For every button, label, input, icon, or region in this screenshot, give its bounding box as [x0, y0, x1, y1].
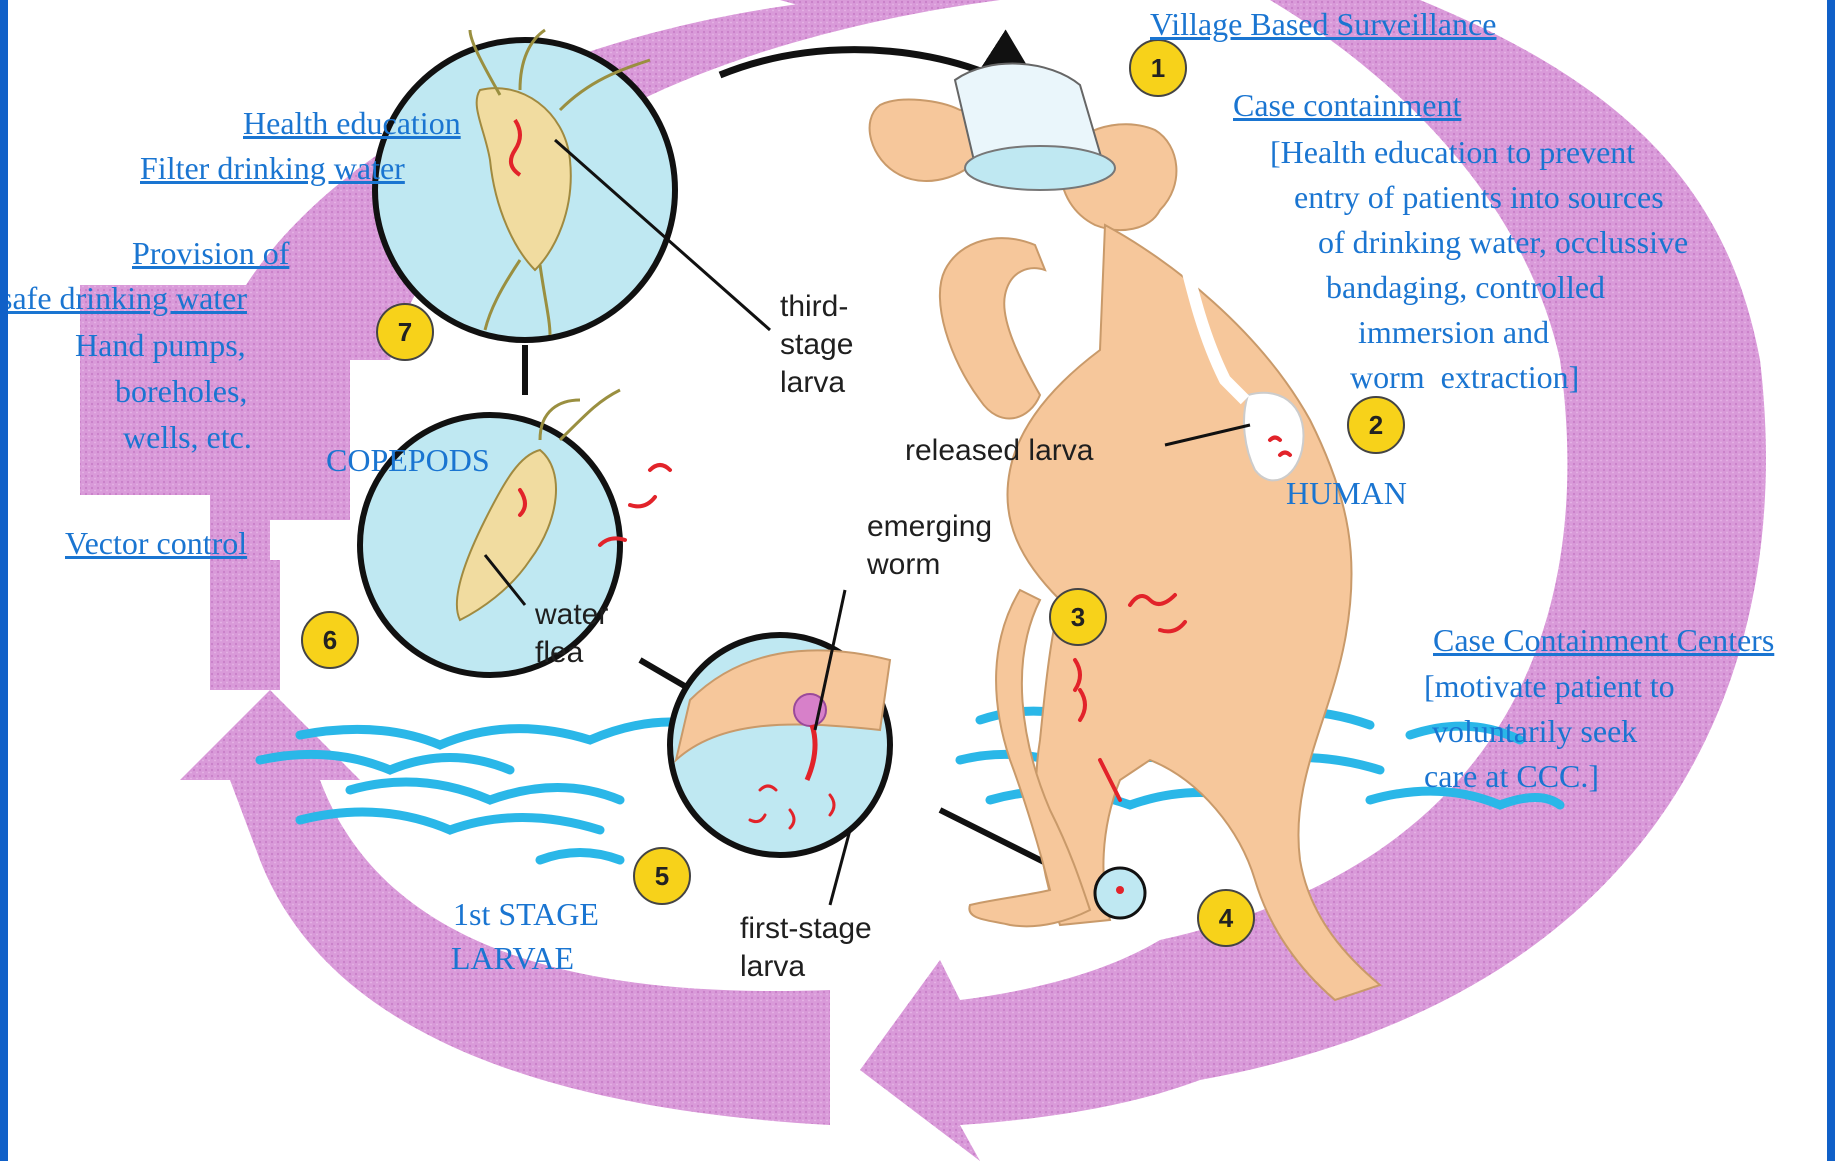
step-badge-7: 7	[377, 304, 433, 360]
label-third-stage-larva: third- stage larva	[780, 288, 853, 402]
label-first-stage-larva: first-stage larva	[740, 910, 872, 986]
circle-water-flea	[360, 390, 670, 675]
label-water-flea: water flea	[535, 596, 608, 672]
step-badge-5: 5	[634, 848, 690, 904]
human-arm-upper	[940, 238, 1045, 418]
label-released-larva: released larva	[905, 432, 1093, 470]
link-health-education[interactable]: Health education	[243, 105, 461, 142]
step-badge-2: 2	[1348, 397, 1404, 453]
svg-text:7: 7	[398, 317, 412, 347]
link-provision-of[interactable]: Provision of	[132, 235, 289, 272]
step-badge-4: 4	[1198, 890, 1254, 946]
cycle-arrow-left-stem	[210, 560, 280, 690]
step-badge-3: 3	[1050, 589, 1106, 645]
link-village-based-surveillance[interactable]: Village Based Surveillance	[1150, 6, 1496, 43]
label-copepods: COPEPODS	[326, 442, 490, 479]
case-containment-details: [Health education to prevent entry of pa…	[1270, 130, 1688, 400]
link-filter-drinking-water[interactable]: Filter drinking water	[140, 150, 405, 187]
svg-text:2: 2	[1369, 410, 1383, 440]
link-vector-control[interactable]: Vector control	[65, 525, 247, 562]
svg-text:3: 3	[1071, 602, 1085, 632]
step-badge-1: 1	[1130, 40, 1186, 96]
svg-text:1: 1	[1151, 53, 1165, 83]
water-waves	[260, 711, 1560, 860]
svg-text:5: 5	[655, 861, 669, 891]
svg-text:4: 4	[1219, 903, 1234, 933]
step-badge-6: 6	[302, 612, 358, 668]
circle-third-stage-larva	[375, 30, 770, 340]
ccc-details: [motivate patient to voluntarily seek ca…	[1424, 664, 1675, 799]
label-1st-stage: 1st STAGE	[453, 896, 599, 933]
label-larvae: LARVAE	[451, 940, 574, 977]
cycle-arrow-bottom-head	[860, 940, 1200, 1161]
label-human: HUMAN	[1286, 475, 1407, 512]
link-case-containment[interactable]: Case containment	[1233, 87, 1461, 124]
label-emerging-worm: emerging worm	[867, 508, 992, 584]
slide-left-edge	[0, 0, 8, 1161]
drinking-cup	[955, 64, 1115, 190]
link-safe-drinking-water[interactable]: safe drinking water	[0, 280, 247, 317]
water-source-list: Hand pumps, boreholes, wells, etc.	[75, 322, 252, 460]
svg-text:6: 6	[323, 625, 337, 655]
link-case-containment-centers[interactable]: Case Containment Centers	[1433, 622, 1774, 659]
slide-right-edge	[1827, 0, 1835, 1161]
